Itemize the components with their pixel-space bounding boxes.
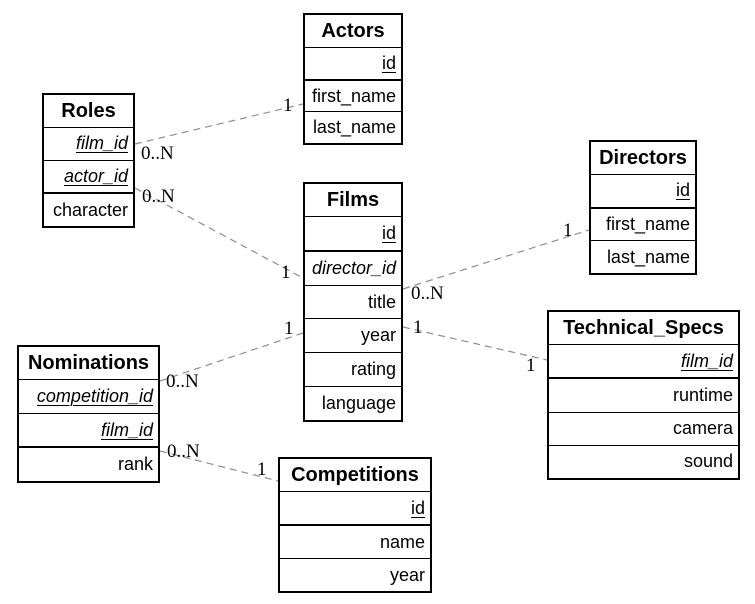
field-actors-last-name: last_name [312, 117, 396, 138]
table-roles-title: Roles [44, 95, 133, 128]
cardinality-roles-actors-many: 0..N [141, 143, 174, 164]
cardinality-nominations-competitions-many: 0..N [167, 441, 200, 462]
field-technical-specs-runtime: runtime [549, 379, 738, 413]
field-roles-film-id: film_id [44, 128, 133, 161]
field-competitions-year: year [389, 564, 425, 585]
table-actors: Actors id first_name last_name [303, 13, 403, 145]
field-competitions-id: id [280, 492, 430, 526]
field-nominations-competition-id: competition_id [19, 380, 158, 414]
table-technical-specs: Technical_Specs film_id runtime camera s… [547, 310, 740, 480]
table-nominations-title: Nominations [19, 347, 158, 380]
field-directors-id: id [591, 175, 695, 209]
field-competitions-name: name [280, 526, 430, 559]
cardinality-nominations-competitions-one: 1 [257, 459, 267, 480]
cardinality-films-technical-specs-one-right: 1 [526, 355, 536, 376]
field-films-director-id: director_id [305, 252, 401, 286]
table-competitions: Competitions id name year [278, 457, 432, 593]
field-directors-last-name: last_name [606, 246, 690, 267]
cardinality-roles-films-many: 0..N [142, 186, 175, 207]
field-technical-specs-camera: camera [549, 413, 738, 446]
field-nominations-rank: rank [117, 454, 153, 475]
field-films-title: title [305, 286, 401, 320]
cardinality-roles-films-one: 1 [281, 262, 291, 283]
cardinality-films-technical-specs-one-left: 1 [413, 317, 423, 338]
relationship-line-films-directors [402, 229, 590, 290]
table-technical-specs-title: Technical_Specs [549, 312, 738, 345]
table-nominations: Nominations competition_id film_id rank [17, 345, 160, 483]
field-technical-specs-film-id: film_id [549, 345, 738, 380]
field-films-year: year [305, 319, 401, 354]
field-roles-character: character [52, 199, 128, 220]
table-directors-title: Directors [591, 142, 695, 175]
cardinality-nominations-films-one: 1 [284, 318, 294, 339]
field-actors-id: id [305, 48, 401, 81]
cardinality-roles-actors-one: 1 [283, 95, 293, 116]
field-films-id: id [305, 217, 401, 252]
table-competitions-title: Competitions [280, 459, 430, 492]
table-films-title: Films [305, 184, 401, 217]
field-technical-specs-sound: sound [683, 451, 733, 472]
field-films-language: language [321, 393, 396, 414]
table-roles: Roles film_id actor_id character [42, 93, 135, 228]
field-roles-actor-id: actor_id [44, 161, 133, 195]
table-films: Films id director_id title year rating l… [303, 182, 403, 422]
field-directors-first-name: first_name [591, 209, 695, 242]
cardinality-films-directors-many: 0..N [411, 283, 444, 304]
table-directors: Directors id first_name last_name [589, 140, 697, 275]
table-actors-title: Actors [305, 15, 401, 48]
relationship-line-roles-actors [134, 103, 304, 145]
cardinality-nominations-films-many: 0..N [166, 371, 199, 392]
field-films-rating: rating [305, 353, 401, 388]
field-nominations-film-id: film_id [19, 414, 158, 449]
field-actors-first-name: first_name [305, 81, 401, 113]
cardinality-films-directors-one: 1 [563, 220, 573, 241]
